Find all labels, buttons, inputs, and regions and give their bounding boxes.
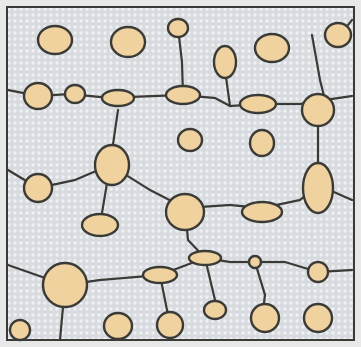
grain bbox=[82, 214, 118, 236]
grain bbox=[204, 301, 226, 319]
grain bbox=[178, 129, 202, 151]
grain bbox=[189, 251, 221, 265]
grain bbox=[168, 19, 188, 37]
grain bbox=[143, 267, 177, 283]
grain bbox=[240, 95, 276, 113]
grain bbox=[166, 194, 204, 230]
grain bbox=[10, 320, 30, 340]
grain bbox=[214, 46, 236, 78]
grain bbox=[166, 86, 200, 104]
grain bbox=[255, 34, 289, 62]
grain bbox=[325, 23, 351, 47]
grain bbox=[250, 130, 274, 156]
grain bbox=[24, 83, 52, 109]
grain bbox=[304, 304, 332, 332]
grain bbox=[308, 262, 328, 282]
grain bbox=[24, 174, 52, 202]
grain bbox=[43, 263, 87, 307]
grain bbox=[242, 202, 282, 222]
grain bbox=[251, 304, 279, 332]
grain bbox=[102, 90, 134, 106]
grain bbox=[303, 163, 333, 213]
grain bbox=[38, 26, 72, 54]
grain bbox=[249, 256, 261, 268]
grain bbox=[157, 312, 183, 338]
grain bbox=[111, 27, 145, 57]
grain bbox=[104, 313, 132, 339]
grain bbox=[302, 94, 334, 126]
grain bbox=[65, 85, 85, 103]
grain bbox=[95, 145, 129, 185]
